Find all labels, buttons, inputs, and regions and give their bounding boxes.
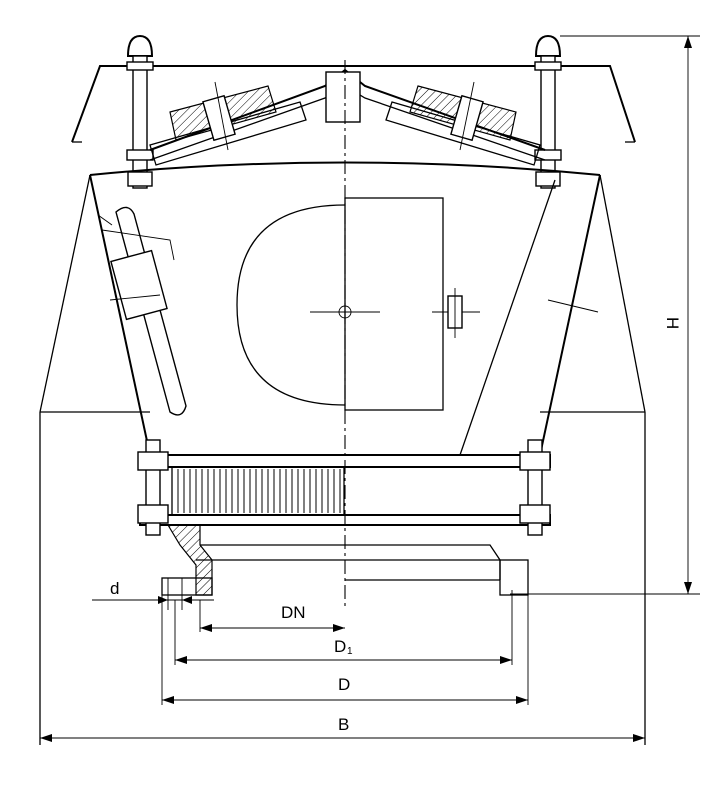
- side-hatch: [97, 206, 187, 416]
- lifting-eyebolt-right: [534, 34, 562, 189]
- dim-label-dd: D: [338, 675, 350, 694]
- base-outline: [39, 174, 646, 745]
- dim-label-dn: DN: [281, 603, 306, 622]
- dim-label-h: H: [663, 317, 682, 329]
- arrester-section: [137, 439, 551, 536]
- dim-label-d1-subscript: 1: [347, 646, 353, 657]
- dim-label-b: B: [338, 715, 349, 734]
- dimension-lines: [40, 35, 700, 742]
- lifting-eyebolt-left: [126, 34, 154, 189]
- rain-hood: [71, 65, 636, 143]
- dim-label-d: d: [110, 579, 119, 598]
- inlet-nozzle: [160, 524, 529, 601]
- pallet-right: [385, 81, 541, 166]
- pallet-left: [149, 81, 307, 166]
- dim-label-d1: D: [334, 637, 346, 656]
